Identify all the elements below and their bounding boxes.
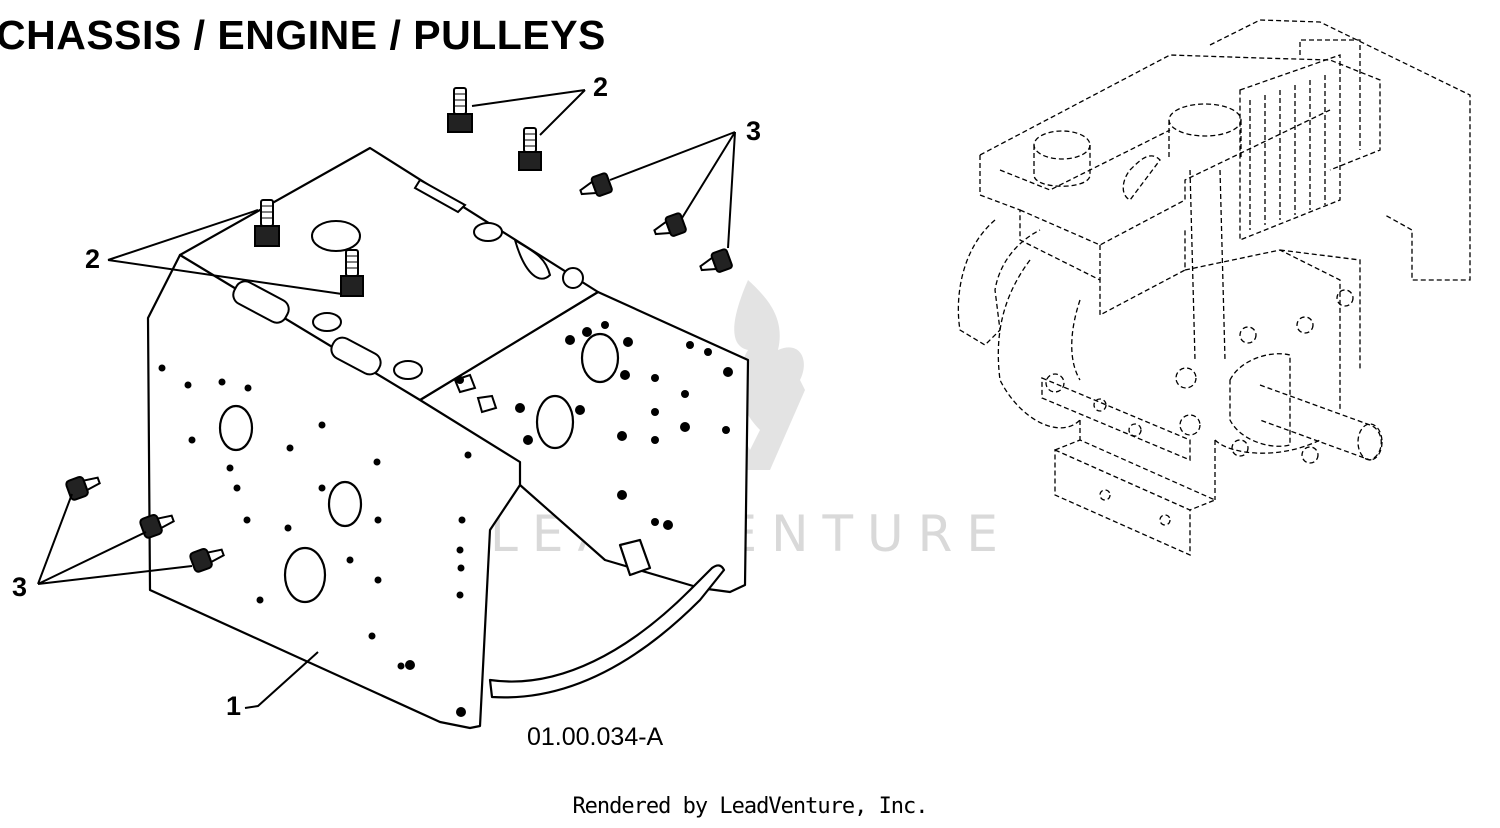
callout-screw: 3 xyxy=(12,572,27,602)
render-credit: Rendered by LeadVenture, Inc. xyxy=(572,794,928,819)
callouts: 2 3 2 3 1 xyxy=(12,72,761,721)
chassis-small-holes xyxy=(158,321,733,717)
flange-screw xyxy=(65,475,101,501)
flange-screw xyxy=(699,248,733,273)
flange-screws xyxy=(65,172,733,573)
chassis-holes xyxy=(218,332,620,604)
stud-bolt xyxy=(518,127,542,171)
stud-bolts xyxy=(254,87,542,297)
callout-stud: 2 xyxy=(593,72,608,102)
flange-screw xyxy=(579,172,613,197)
callout-chassis: 1 xyxy=(226,691,241,721)
callout-screw: 3 xyxy=(746,116,761,146)
stud-bolt xyxy=(447,87,473,133)
stud-bolt xyxy=(254,199,280,247)
stud-bolt xyxy=(340,249,364,297)
flange-screw xyxy=(653,212,687,237)
leader-lines xyxy=(37,89,736,709)
callout-stud: 2 xyxy=(85,244,100,274)
chassis-cutouts xyxy=(232,178,584,414)
page-title: CHASSIS / ENGINE / PULLEYS xyxy=(0,12,606,58)
figure-code: 01.00.034-A xyxy=(527,723,664,751)
flange-screw xyxy=(189,547,225,573)
engine-outline xyxy=(957,19,1471,557)
